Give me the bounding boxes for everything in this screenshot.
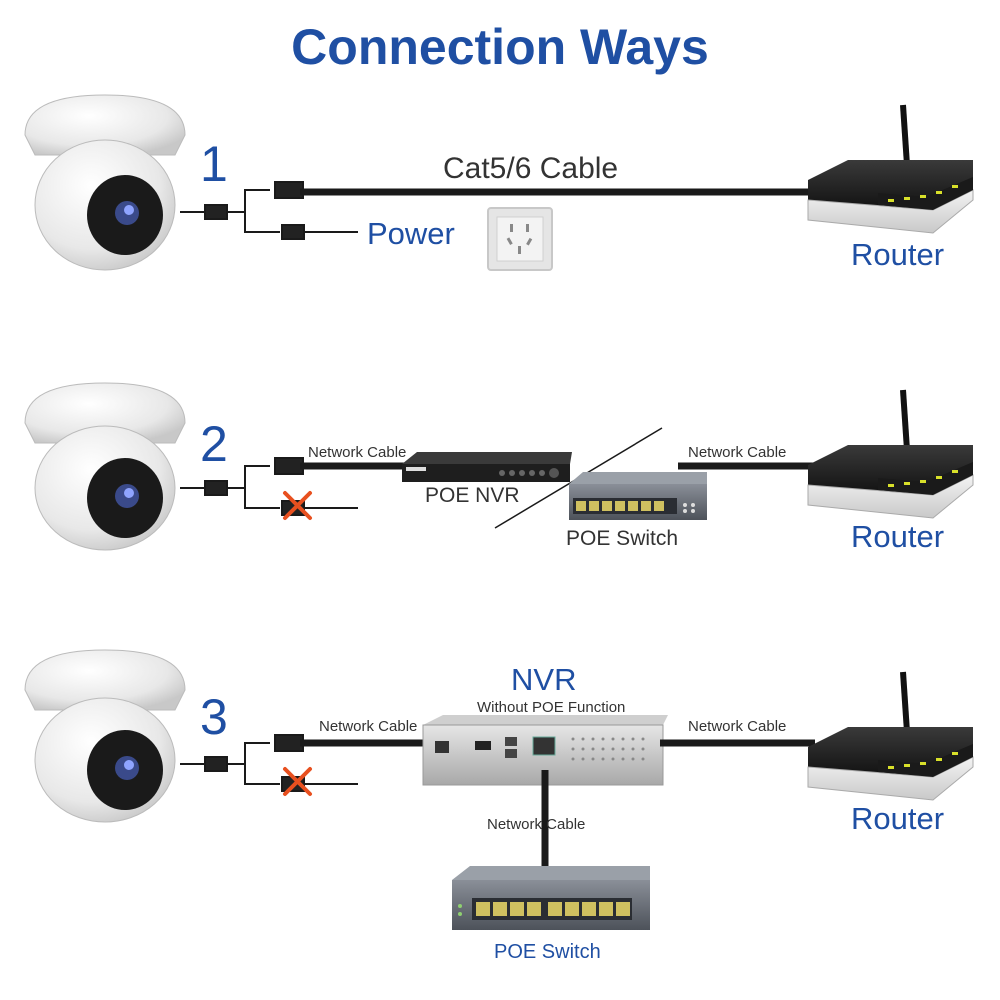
poe-switch-icon (452, 866, 650, 930)
router-icon (807, 104, 974, 234)
nvr-sublabel: Without POE Function (477, 699, 626, 716)
network-cable-label: Network Cable (688, 718, 787, 735)
nvr-icon (402, 452, 572, 482)
dome-camera-icon (24, 94, 186, 271)
dome-camera-icon (24, 382, 186, 551)
cross-icon (283, 767, 312, 796)
way-number-3: 3 (200, 689, 228, 745)
network-cable-label: Network Cable (487, 816, 586, 833)
cross-icon (283, 491, 312, 520)
router-icon (807, 389, 974, 519)
router-label: Router (851, 519, 945, 554)
poe-switch-label: POE Switch (566, 527, 679, 550)
camera-pigtail (180, 734, 358, 792)
poe-switch-icon (569, 472, 707, 520)
dome-camera-icon (24, 649, 186, 823)
power-label: Power (367, 216, 455, 251)
network-cable-label: Network Cable (308, 444, 407, 461)
way-number-2: 2 (200, 416, 228, 472)
router-label: Router (851, 237, 945, 272)
way-number-1: 1 (200, 136, 228, 192)
cat-cable-label: Cat5/6 Cable (443, 152, 619, 185)
network-cable-label: Network Cable (688, 444, 787, 461)
poe-nvr-label: POE NVR (425, 484, 520, 507)
router-icon (807, 671, 974, 801)
poe-switch-label: POE Switch (494, 941, 601, 963)
router-label: Router (851, 801, 945, 836)
power-outlet-icon (487, 207, 553, 271)
network-cable-label: Network Cable (319, 718, 418, 735)
nvr-label: NVR (511, 662, 577, 697)
page-title: Connection Ways (291, 19, 709, 75)
